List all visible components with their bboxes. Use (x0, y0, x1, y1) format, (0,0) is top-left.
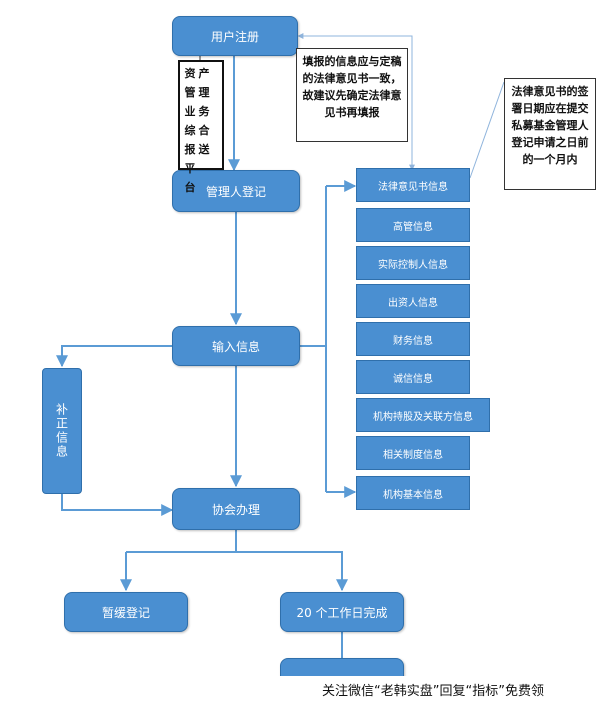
watermark-banner: 关注微信“老韩实盘”回复“指标”免费领 (266, 676, 600, 702)
info-item-investors: 出资人信息 (356, 284, 470, 318)
connector-association-split (126, 530, 237, 553)
register-box: 用户注册 (172, 16, 298, 56)
info-item-holdings: 机构持股及关联方信息 (356, 398, 490, 432)
association-box: 协会办理 (172, 488, 300, 530)
input-info-box: 输入信息 (172, 326, 300, 366)
platform-note-col2: 产理务合送 (198, 67, 210, 156)
manager-register-box: 管理人登记 (172, 170, 300, 212)
connector-register-to-legal-opinion (297, 33, 415, 171)
info-item-controller: 实际控制人信息 (356, 246, 470, 280)
info-item-integrity: 诚信信息 (356, 360, 470, 394)
arrow-supplement-to-association (61, 494, 174, 516)
arrow-to-complete (236, 551, 348, 592)
info-item-policies: 相关制度信息 (356, 436, 470, 470)
platform-note: 资管业综报平台产理务合送 (178, 60, 224, 194)
complete-box: 20 个工作日完成 (280, 592, 404, 632)
info-item-executives: 高管信息 (356, 208, 470, 242)
consistency-note: 填报的信息应与定稿的法律意见书一致，故建议先确定法律意见书再填报 (296, 48, 408, 142)
platform-note-col1: 资管业综报平台 (184, 67, 196, 194)
info-item-finance: 财务信息 (356, 322, 470, 356)
connector-note-to-legal-opinion (469, 81, 505, 179)
suspend-box: 暂缓登记 (64, 592, 188, 632)
info-item-legal-opinion: 法律意见书信息 (356, 168, 470, 202)
arrow-input-to-supplement (56, 345, 172, 368)
info-item-basic-info: 机构基本信息 (356, 476, 470, 510)
supplement-info-box: 补正信息 (42, 368, 82, 494)
date-note: 法律意见书的签署日期应在提交私募基金管理人登记申请之日前的一个月内 (504, 78, 596, 190)
